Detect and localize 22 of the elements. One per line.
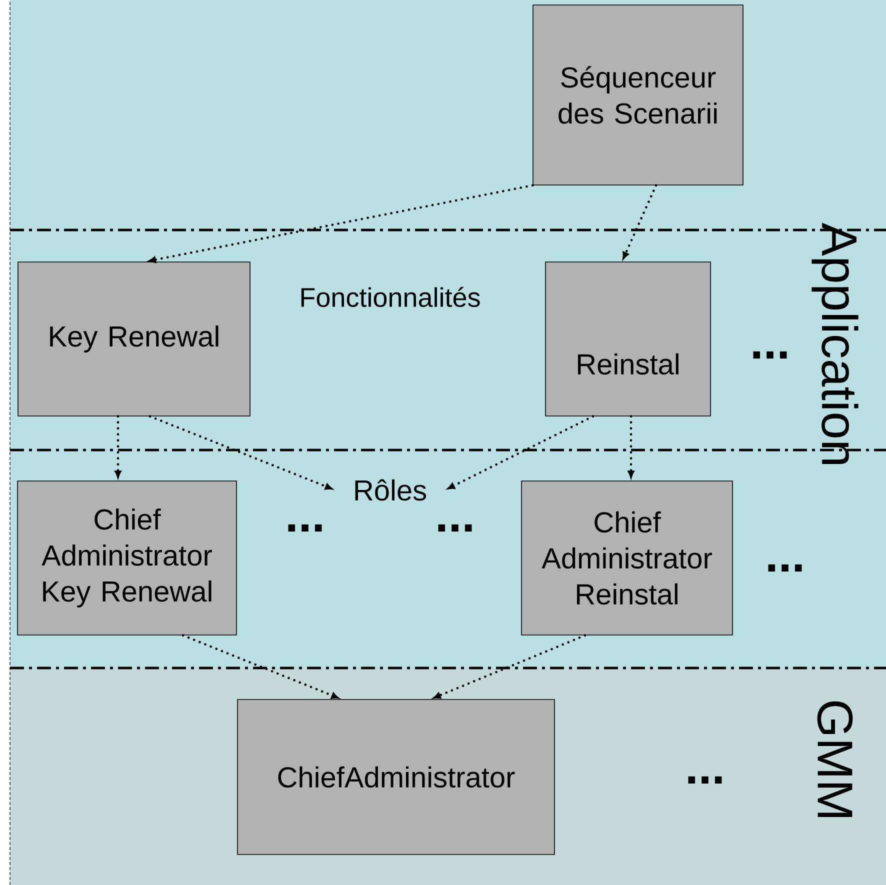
arrow [628,415,634,478]
arrow [148,184,534,263]
process-box: Chief Administrator Reinstal [521,480,733,636]
arrow [622,184,658,260]
ellipsis-mark: ... [753,351,787,359]
role-text: Rôles [355,479,426,501]
layer-label: Fonctionnalités [301,286,480,308]
section-label: GMM [817,701,853,817]
arrow [448,415,594,490]
section-label: Application [812,222,858,464]
process-box: Key Renewal [18,262,250,416]
process-box: ChiefAdministrator [237,699,555,855]
process-box: Reinstal [545,262,711,416]
process-box: Séquenceur des Scenarii [532,4,744,186]
process-box: Chief Administrator Key Renewal [17,480,237,636]
arrow [148,415,332,490]
ellipsis-mark: ... [288,524,322,532]
ellipsis-mark: ... [438,524,472,532]
ellipsis-mark: ... [688,776,722,784]
arrow [434,634,586,699]
arrow [182,634,338,699]
arrow [114,415,122,478]
